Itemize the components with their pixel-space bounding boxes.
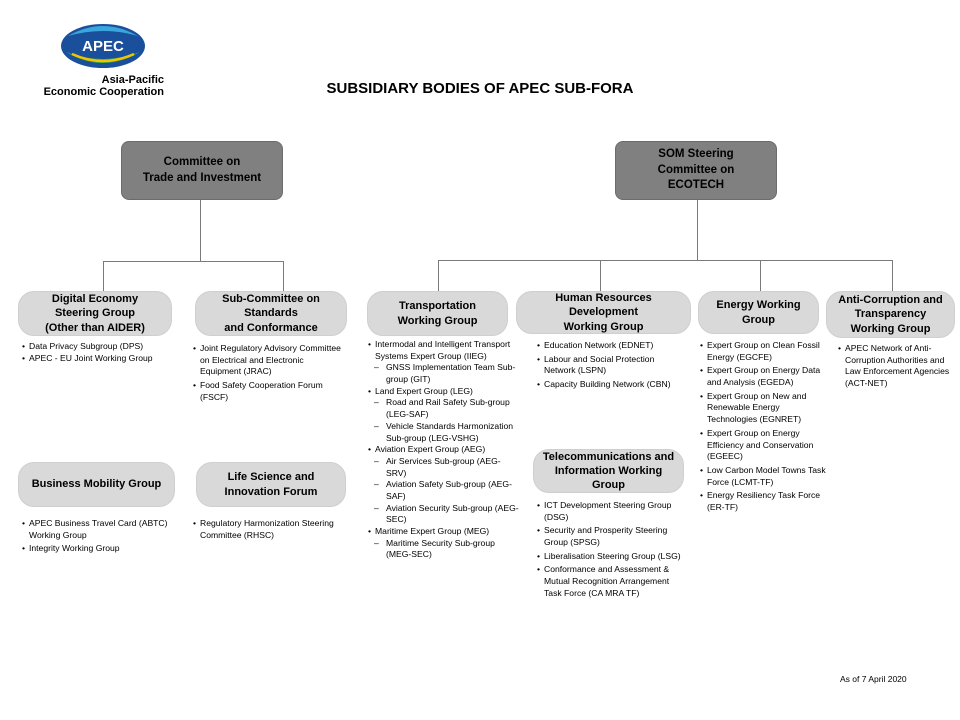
- transport-line-2: Working Group: [397, 314, 478, 327]
- hrd-items: Education Network (EDNET) Labour and Soc…: [537, 340, 687, 391]
- list-item: Labour and Social Protection Network (LS…: [537, 354, 687, 377]
- mobility-line-1: Business Mobility Group: [31, 478, 162, 491]
- list-item: Road and Rail Safety Sub-group (LEG-SAF): [368, 397, 520, 420]
- list-item: Conformance and Assessment & Mutual Reco…: [537, 564, 687, 599]
- anticorruption-line-3: Working Group: [850, 322, 931, 335]
- cti-line-2: Trade and Investment: [142, 171, 262, 184]
- hrd-line-1: Human Resources Development: [555, 292, 652, 319]
- cti-line-1: Committee on: [163, 155, 241, 168]
- list-item: Expert Group on Energy Data and Analysis…: [700, 365, 830, 388]
- list-item: Integrity Working Group: [22, 543, 182, 555]
- lifescience-items: Regulatory Harmonization Steering Commit…: [193, 518, 345, 541]
- transport-items: Intermodal and Intelligent Transport Sys…: [368, 339, 520, 561]
- digital-line-1: Digital Economy: [51, 293, 139, 306]
- group-business-mobility: Business Mobility Group: [18, 462, 175, 507]
- apec-globe-icon: APEC: [61, 24, 145, 68]
- anticorruption-items: APEC Network of Anti-Corruption Authorit…: [838, 343, 956, 390]
- list-item: Regulatory Harmonization Steering Commit…: [193, 518, 345, 541]
- standards-line-1: Sub-Committee on Standards: [222, 293, 320, 320]
- list-item: Joint Regulatory Advisory Committee on E…: [193, 343, 345, 378]
- list-item: APEC Business Travel Card (ABTC) Working…: [22, 518, 182, 541]
- list-item: Maritime Security Sub-group (MEG-SEC): [368, 538, 520, 561]
- ecotech-line-1: SOM Steering: [658, 148, 734, 161]
- list-item: Security and Prosperity Steering Group (…: [537, 525, 687, 548]
- logo-apec-text: APEC: [82, 38, 124, 55]
- list-item: Education Network (EDNET): [537, 340, 687, 352]
- list-item: GNSS Implementation Team Sub-group (GIT): [368, 362, 520, 385]
- as-of-date: As of 7 April 2020: [840, 674, 907, 684]
- standards-items: Joint Regulatory Advisory Committee on E…: [193, 343, 345, 403]
- digital-line-2: Steering Group: [54, 307, 136, 320]
- list-item: Aviation Safety Sub-group (AEG-SAF): [368, 479, 520, 502]
- group-energy: Energy Working Group: [698, 291, 819, 334]
- list-item: Expert Group on Clean Fossil Energy (EGC…: [700, 340, 830, 363]
- telecom-line-2: Information Working Group: [554, 464, 663, 492]
- page-title: SUBSIDIARY BODIES OF APEC SUB-FORA: [326, 80, 634, 97]
- list-item: Expert Group on Energy Efficiency and Co…: [700, 428, 830, 463]
- apec-logo: APEC Asia-Pacific Economic Cooperation: [38, 22, 168, 98]
- digital-items: Data Privacy Subgroup (DPS) APEC - EU Jo…: [22, 341, 182, 364]
- list-item: APEC - EU Joint Working Group: [22, 353, 182, 365]
- list-item: Intermodal and Intelligent Transport Sys…: [368, 339, 520, 362]
- anticorruption-line-1: Anti-Corruption and: [838, 294, 943, 307]
- digital-line-3: (Other than AIDER): [45, 321, 145, 334]
- standards-line-2: and Conformance: [224, 321, 318, 334]
- energy-line-1: Energy Working Group: [716, 299, 801, 326]
- list-item: ICT Development Steering Group (DSG): [537, 500, 687, 523]
- list-item: Expert Group on New and Renewable Energy…: [700, 391, 830, 426]
- logo-line-1: Asia-Pacific: [101, 74, 164, 86]
- list-item: Aviation Security Sub-group (AEG-SEC): [368, 503, 520, 526]
- committee-trade-investment: Committee on Trade and Investment: [121, 141, 283, 200]
- list-item: Capacity Building Network (CBN): [537, 379, 687, 391]
- mobility-items: APEC Business Travel Card (ABTC) Working…: [22, 518, 182, 555]
- list-item: Data Privacy Subgroup (DPS): [22, 341, 182, 353]
- energy-items: Expert Group on Clean Fossil Energy (EGC…: [700, 340, 830, 514]
- lifescience-line-1: Life Science and: [227, 471, 315, 484]
- list-item: Maritime Expert Group (MEG): [368, 526, 520, 538]
- hrd-line-2: Working Group: [563, 320, 644, 333]
- telecom-line-1: Telecommunications and: [542, 450, 675, 463]
- list-item: Liberalisation Steering Group (LSG): [537, 551, 687, 563]
- list-item: Food Safety Cooperation Forum (FSCF): [193, 380, 345, 403]
- list-item: Aviation Expert Group (AEG): [368, 444, 520, 456]
- telecom-items: ICT Development Steering Group (DSG) Sec…: [537, 500, 687, 600]
- ecotech-line-2: Committee on: [657, 163, 735, 176]
- list-item: Air Services Sub-group (AEG-SRV): [368, 456, 520, 479]
- transport-line-1: Transportation: [398, 300, 476, 313]
- list-item: Low Carbon Model Towns Task Force (LCMT-…: [700, 465, 830, 488]
- list-item: Land Expert Group (LEG): [368, 386, 520, 398]
- ecotech-line-3: ECOTECH: [667, 179, 725, 192]
- lifescience-line-2: Innovation Forum: [224, 485, 318, 498]
- list-item: Energy Resiliency Task Force (ER-TF): [700, 490, 830, 513]
- anticorruption-line-2: Transparency: [854, 308, 927, 321]
- list-item: APEC Network of Anti-Corruption Authorit…: [838, 343, 956, 390]
- logo-line-2: Economic Cooperation: [43, 86, 164, 98]
- list-item: Vehicle Standards Harmonization Sub-grou…: [368, 421, 520, 444]
